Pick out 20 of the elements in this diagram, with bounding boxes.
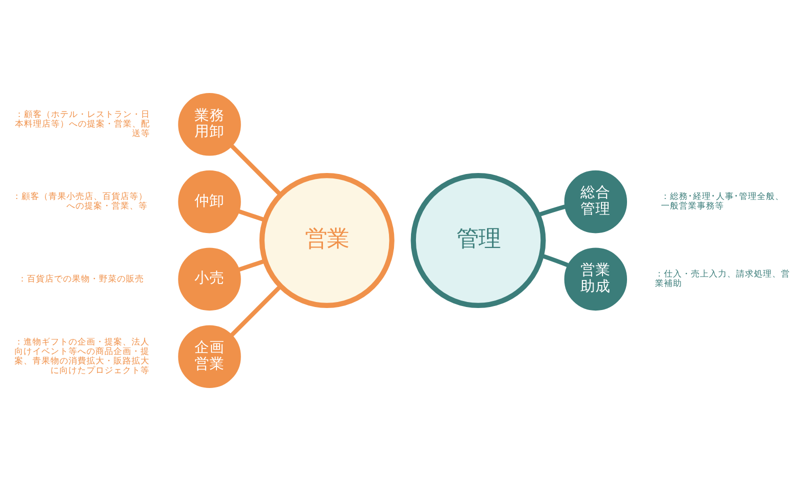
node-label: ：顧客（ホテル・レストラン・日本料理店等）への提案・営業、配送等 bbox=[15, 110, 150, 139]
node-circle: 企画営業 bbox=[178, 324, 241, 388]
node-circle: 総合管理 bbox=[564, 170, 628, 233]
connector bbox=[541, 253, 569, 267]
node-circle: 仲卸 bbox=[178, 170, 241, 233]
connector bbox=[230, 144, 282, 196]
node-circle: 営業助成 bbox=[564, 247, 628, 310]
node-circle: 管理 bbox=[410, 172, 546, 308]
node-label: ：仕入・売上入力、請求処理、営業補助 bbox=[654, 269, 790, 289]
connector bbox=[238, 258, 266, 272]
node-label: ：総務･経理･人事･管理全般、一般営業事務等 bbox=[661, 192, 784, 212]
connector bbox=[238, 208, 266, 222]
node-circle: 営業 bbox=[259, 172, 394, 308]
node-label: ：進物ギフトの企画・提案、法人向けイベント等への商品企画・提案、青果物の消費拡大・販路拡大に向けたプロジェクト等 bbox=[14, 337, 150, 376]
node-label: ：百貨店での果物・野菜の販売 bbox=[18, 274, 144, 284]
node-circle: 業務用卸 bbox=[178, 92, 241, 156]
node-label: ：顧客（青果小売店、百貨店等）への提案・営業、等 bbox=[12, 192, 148, 212]
connector bbox=[538, 204, 566, 216]
node-circle: 小売 bbox=[178, 247, 241, 310]
connector bbox=[230, 284, 282, 336]
